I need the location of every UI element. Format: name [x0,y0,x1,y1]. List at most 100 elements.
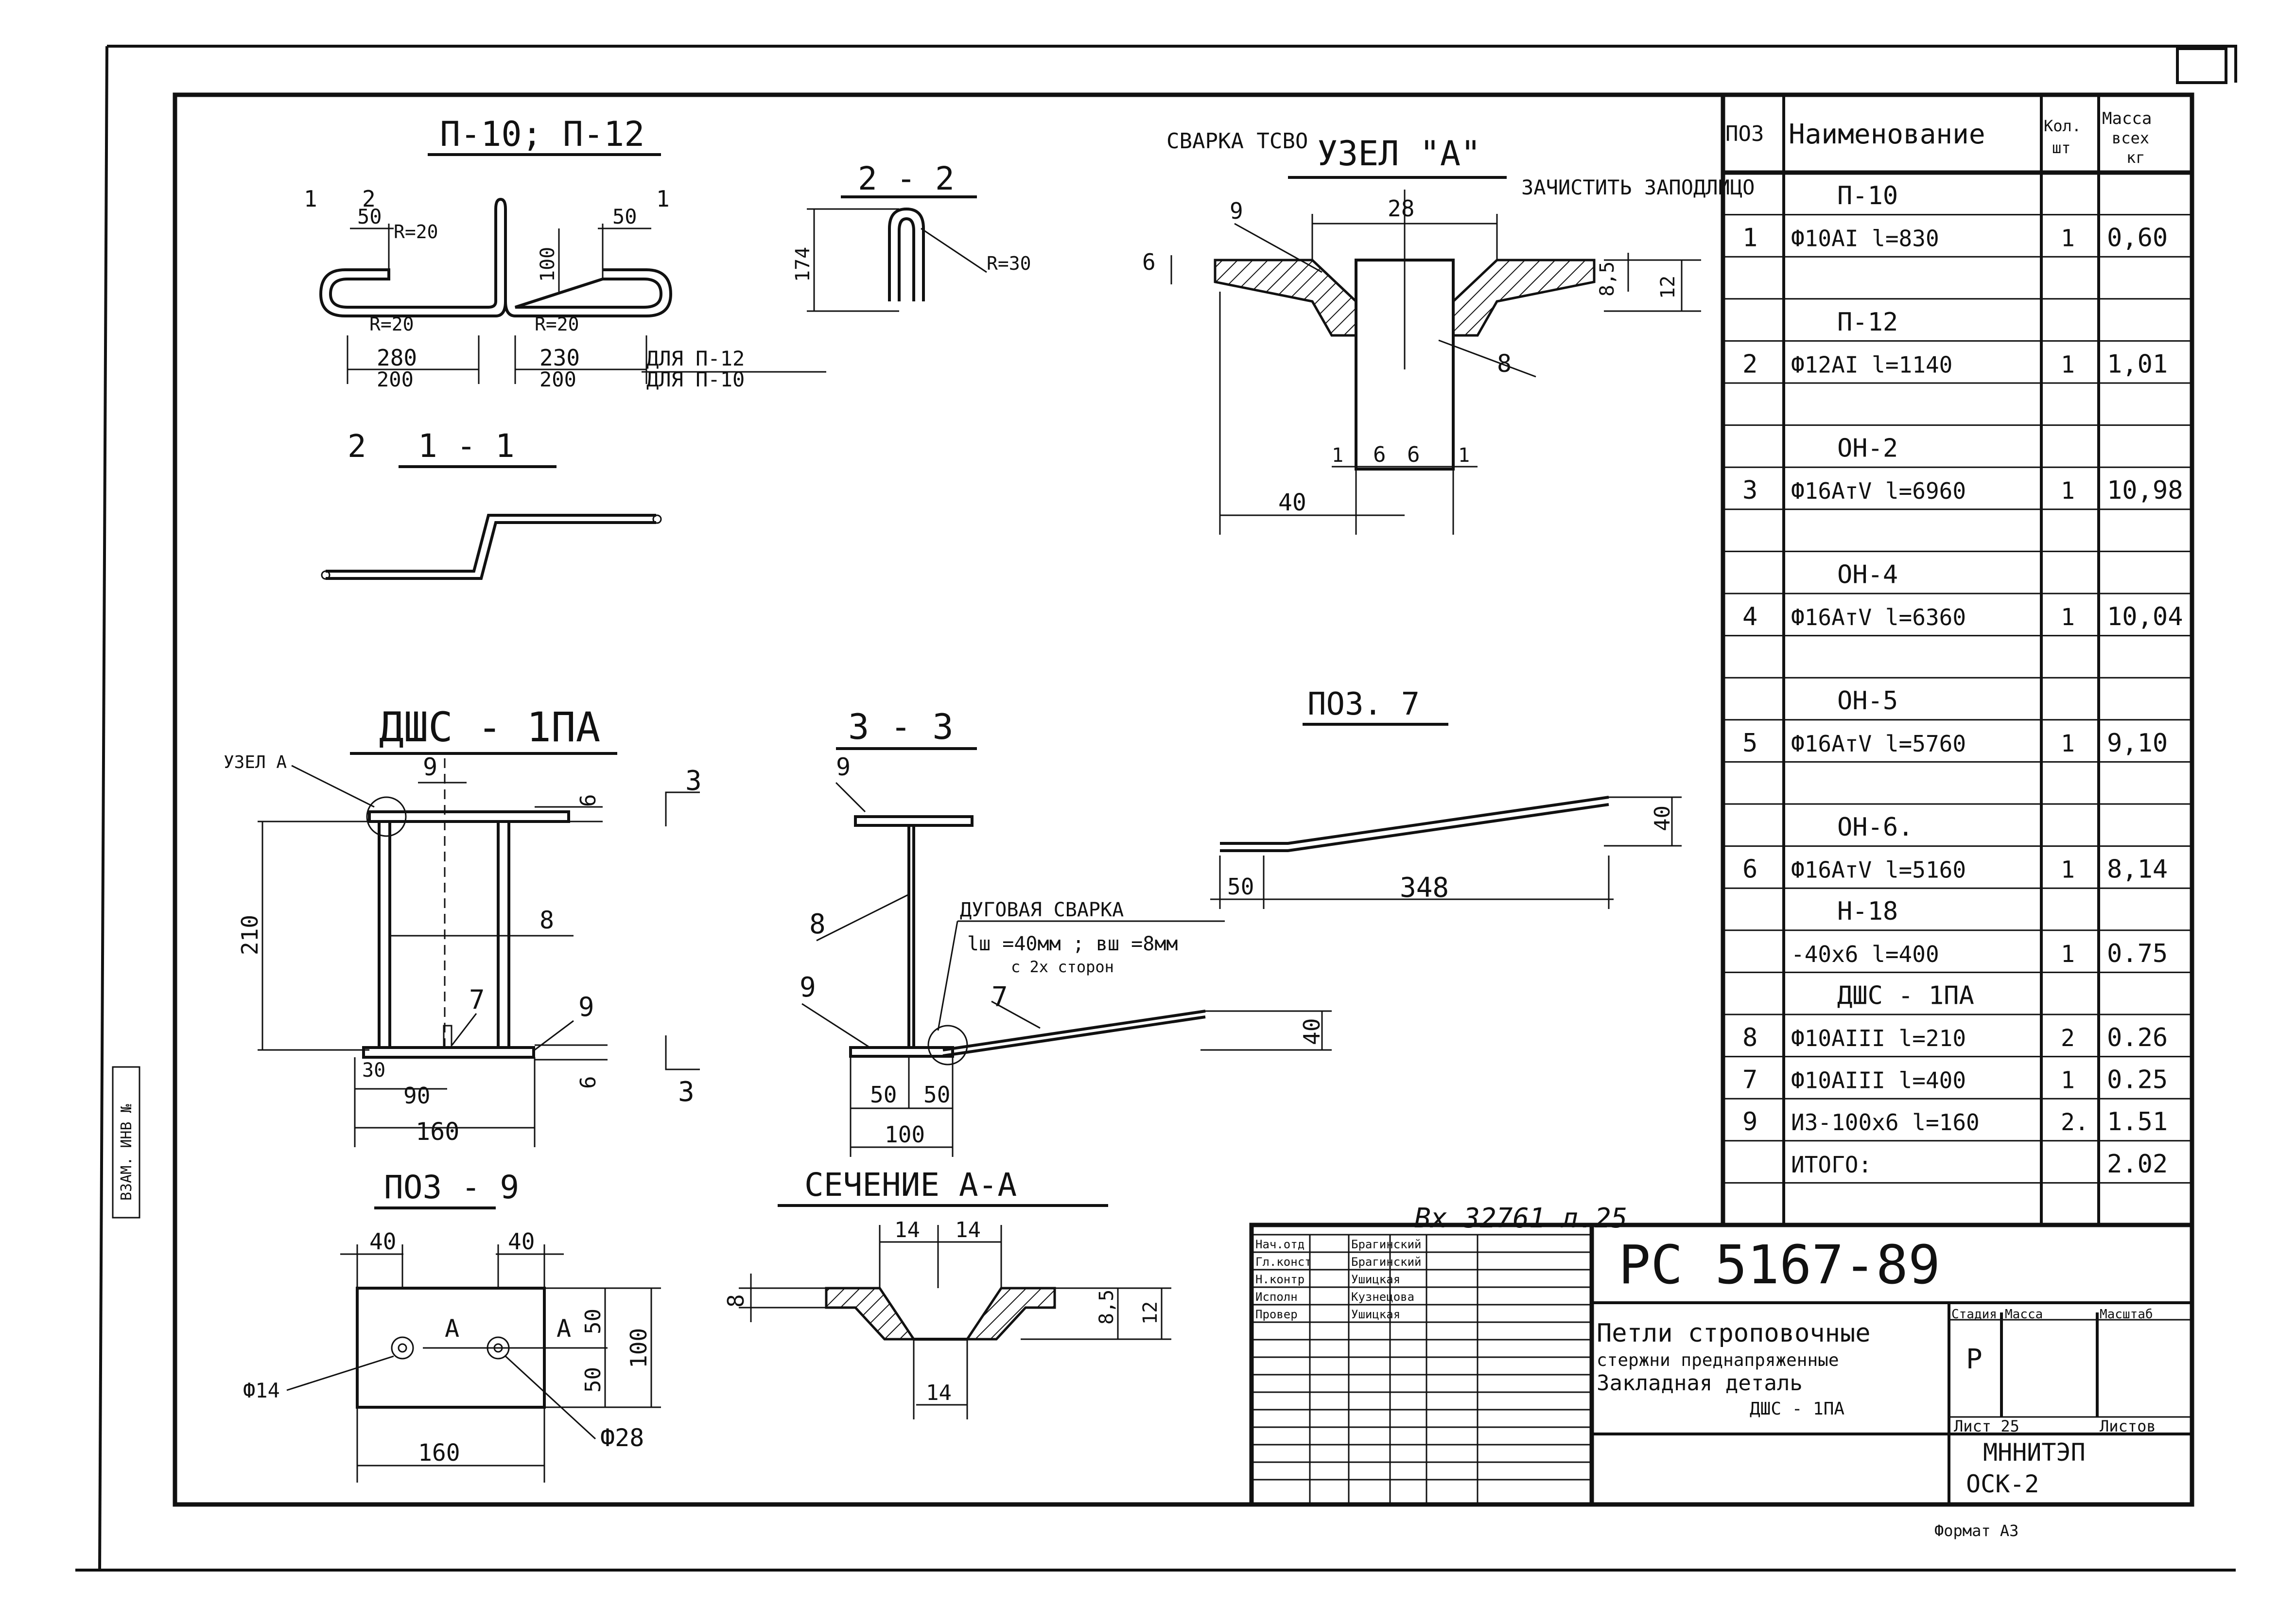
desc-line-1: Петли строповочные [1597,1319,1871,1348]
table-group-label: Н-18 [1837,897,1898,926]
signature-role: Н.контр [1255,1273,1305,1286]
svg-text:R=20: R=20 [535,314,579,335]
svg-text:8: 8 [809,909,826,940]
table-cell-pos: 2 [1742,350,1757,379]
view-uzel-a: УЗЕЛ "А" СВАРКА ТСВО ЗАЧИСТИТЬ ЗАПОДЛИЦО… [1142,129,1755,535]
table-cell-name: Ф16АтV l=6360 [1791,604,1966,630]
secAA-title: СЕЧЕНИЕ А-А [804,1166,1017,1204]
svg-text:3: 3 [678,1076,695,1108]
svg-text:ДЛЯ П-10: ДЛЯ П-10 [646,367,745,391]
view-section-1-1: 1 - 1 [321,427,662,580]
signature-name: Кузнецова [1351,1290,1414,1304]
svg-text:ЗАЧИСТИТЬ ЗАПОДЛИЦО: ЗАЧИСТИТЬ ЗАПОДЛИЦО [1521,175,1755,199]
svg-text:28: 28 [1388,195,1414,222]
svg-text:всех: всех [2112,129,2149,147]
table-cell-mass: 8,14 [2107,855,2168,884]
svg-text:14: 14 [894,1218,920,1242]
svg-text:6: 6 [576,1076,601,1089]
th-qty: Кол. [2044,117,2081,135]
poz9-title: ПОЗ - 9 [384,1169,519,1206]
svg-text:50: 50 [1227,874,1254,900]
svg-text:8,5: 8,5 [1096,1290,1118,1325]
table-group-label: ОН-5 [1837,686,1898,716]
svg-text:lш =40мм ; вш =8мм: lш =40мм ; вш =8мм [967,933,1178,955]
poz7-title: ПОЗ. 7 [1307,686,1420,722]
table-cell-pos: 1 [1742,224,1757,253]
th-pos: ПОЗ [1725,122,1764,146]
view-p10-p12: П-10; П-12 50 50 R=20 R=20 R=20 100 2 1 … [304,114,826,465]
svg-text:9: 9 [800,972,816,1003]
p10-title: П-10; П-12 [440,114,644,154]
svg-text:Лист 25: Лист 25 [1954,1417,2019,1435]
stage-value: Р [1966,1344,1983,1375]
svg-text:А: А [557,1314,571,1343]
sec11-title: 1 - 1 [418,427,515,465]
table-cell-qty: 1 [2061,351,2075,378]
table-cell-pos: 5 [1742,729,1757,758]
org-code: ОСК-2 [1966,1470,2039,1498]
table-cell-qty: 2. [2061,1109,2089,1136]
svg-text:9: 9 [836,753,851,781]
svg-text:40: 40 [369,1228,396,1255]
table-cell-mass: 10,04 [2107,602,2183,631]
svg-text:Стадия: Стадия [1951,1307,1997,1322]
svg-text:1: 1 [656,186,670,212]
table-cell-name: ИТОГО: [1791,1152,1872,1178]
table-cell-name: Ф16АтV l=5760 [1791,731,1966,757]
table-cell-mass: 1,01 [2107,350,2168,379]
sec33-title: 3 - 3 [848,706,954,747]
svg-text:Ф28: Ф28 [600,1424,644,1452]
dsh-title: ДШС - 1ПА [379,703,600,751]
view-poz-9: ПОЗ - 9 40 40 А А 50 50 100 Ф14 Ф28 160 [243,1169,661,1483]
table-cell-qty: 1 [2061,477,2075,505]
table-cell-name: Ф16АтV l=5160 [1791,857,1966,883]
svg-text:кг: кг [2126,148,2145,167]
side-stamp-box [112,1066,140,1219]
doc-number: РС 5167-89 [1618,1234,1940,1296]
svg-text:8,5: 8,5 [1596,262,1618,297]
signature-name: Ушицкая [1351,1273,1400,1286]
svg-text:50: 50 [357,205,382,228]
table-cell-qty: 1 [2061,225,2075,252]
table-cell-mass: 10,98 [2107,476,2183,505]
svg-text:40: 40 [1278,489,1306,516]
svg-text:160: 160 [416,1118,459,1146]
svg-text:6: 6 [1142,249,1156,275]
signature-name: Брагинский [1351,1255,1422,1269]
svg-text:1: 1 [304,186,317,212]
svg-text:200: 200 [377,367,414,391]
table-cell-pos: 4 [1742,602,1757,631]
svg-text:8: 8 [539,906,554,934]
svg-text:12: 12 [1657,276,1679,299]
table-cell-name: Ф12АI l=1140 [1791,351,1952,378]
signature-name: Брагинский [1351,1238,1422,1251]
th-name: Наименование [1789,119,1985,150]
signature-role: Исполн [1255,1290,1298,1304]
svg-text:100: 100 [626,1328,652,1368]
table-cell-qty: 1 [2061,941,2075,968]
table-cell-mass: 9,10 [2107,729,2168,758]
svg-text:8: 8 [723,1294,749,1308]
table-cell-mass: 0,60 [2107,224,2168,253]
svg-text:50: 50 [870,1082,897,1108]
svg-text:1: 1 [1458,444,1470,467]
title-block: Стадия Масса Масштаб Р Лист 25 Листов РС… [1249,1223,2194,1540]
svg-text:50: 50 [923,1082,950,1108]
uzel-title: УЗЕЛ "А" [1317,134,1481,174]
table-cell-mass: 1.51 [2107,1107,2168,1136]
svg-text:9: 9 [578,992,594,1022]
svg-text:1: 1 [1332,444,1343,467]
svg-text:6: 6 [1373,442,1386,467]
svg-text:7: 7 [991,981,1008,1013]
table-cell-name: ИЗ-100х6 l=160 [1791,1109,1980,1136]
view-section-a-a: СЕЧЕНИЕ А-А 14 14 14 8 8,5 12 [723,1166,1171,1419]
table-cell-mass: 0.26 [2107,1023,2168,1052]
table-cell-mass: 2.02 [2107,1150,2168,1179]
svg-text:Листов: Листов [2100,1417,2156,1435]
table-group-label: П-10 [1837,181,1898,210]
table-cell-qty: 1 [2061,604,2075,631]
table-group-label: ДШС - 1ПА [1837,981,1974,1010]
svg-text:30: 30 [362,1059,385,1082]
svg-text:90: 90 [403,1083,430,1109]
